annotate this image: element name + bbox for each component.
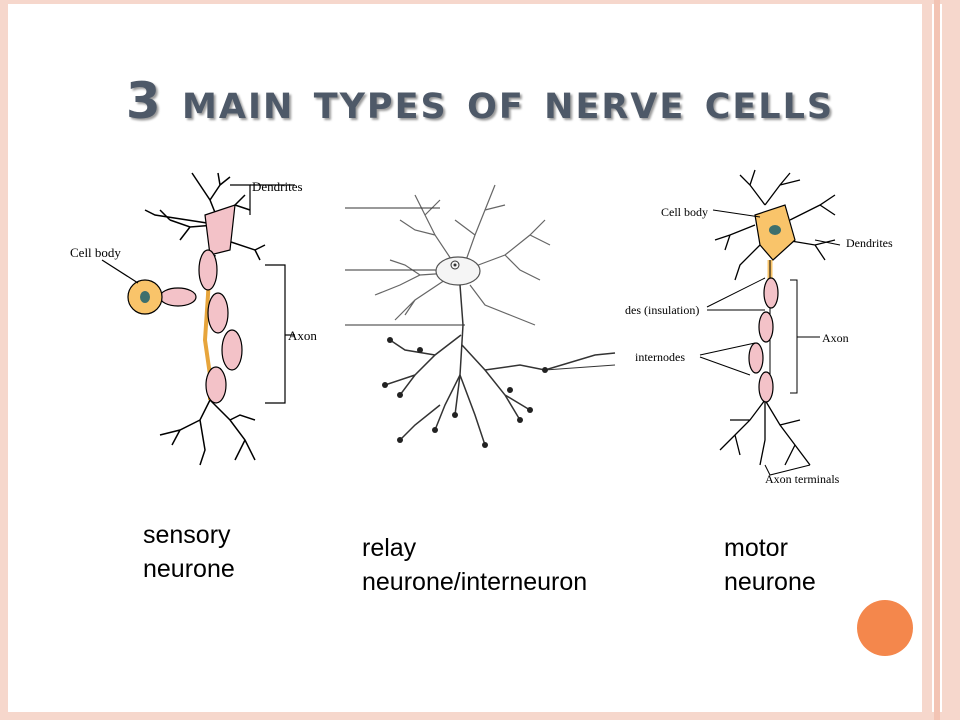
- slide-title: 3 main types of nerve cells: [125, 72, 835, 130]
- relay-caption-line1: relay: [362, 534, 417, 562]
- right-bar-1: [922, 0, 932, 720]
- relay-caption: relay neurone/interneuron: [362, 531, 587, 599]
- relay-cell-body: [435, 256, 481, 286]
- sensory-dendrites-label: Dendrites: [252, 179, 303, 194]
- sensory-axon-label: Axon: [288, 328, 317, 343]
- myelin-sheath: [748, 342, 764, 374]
- decorative-dot: [857, 600, 913, 656]
- motor-caption: motor neurone: [724, 531, 816, 599]
- frame-left-border: [0, 0, 8, 720]
- sensory-neurone-diagram: Dendrites Cell body Axon: [70, 172, 317, 466]
- motor-caption-line1: motor: [724, 534, 788, 562]
- myelin-sheath: [205, 366, 227, 404]
- motor-dendrites-label: Dendrites: [846, 236, 893, 250]
- sensory-caption: sensory neurone: [143, 518, 235, 586]
- motor-internodes-label: internodes: [635, 350, 685, 364]
- right-bar-2: [934, 0, 940, 720]
- myelin-sheath: [763, 277, 779, 309]
- myelin-sheath: [159, 287, 197, 307]
- sensory-caption-line2: neurone: [143, 555, 235, 583]
- motor-axon-terminals-label: Axon terminals: [765, 472, 840, 486]
- motor-nodes-label: odes (insulation): [625, 303, 699, 317]
- motor-cell-body-label: Cell body: [661, 205, 708, 219]
- frame-bottom-border: [0, 712, 960, 720]
- myelin-sheath: [207, 292, 229, 334]
- motor-neurone-diagram: Cell body Dendrites odes (insulation) Ax…: [625, 169, 893, 486]
- motor-axon-label: Axon: [822, 331, 849, 345]
- sensory-dendrite-body: [204, 204, 236, 256]
- myelin-sheath: [758, 311, 774, 343]
- myelin-sheath: [221, 329, 243, 371]
- relay-neurone-diagram: [345, 184, 616, 448]
- sensory-caption-line1: sensory: [143, 521, 231, 549]
- myelin-sheath: [198, 249, 218, 291]
- relay-caption-line2: neurone/interneuron: [362, 568, 588, 596]
- sensory-cell-body-label: Cell body: [70, 245, 121, 260]
- frame-top-border: [0, 0, 960, 4]
- right-bar-3: [942, 0, 960, 720]
- motor-caption-line2: neurone: [724, 568, 816, 596]
- myelin-sheath: [758, 371, 774, 403]
